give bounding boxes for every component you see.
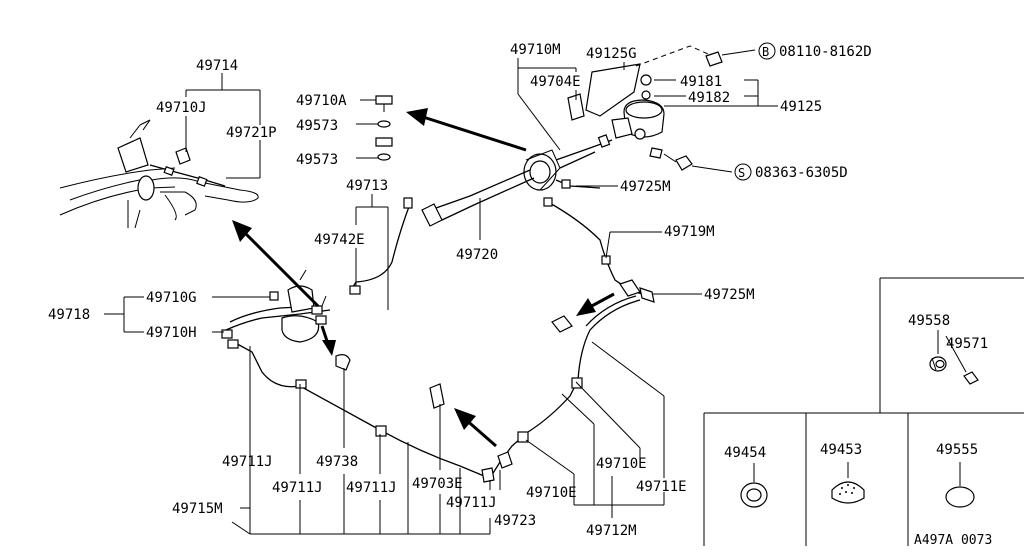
b-circle-icon [758, 42, 776, 60]
clip-49571 [945, 335, 979, 385]
label-49711E: 49711E [636, 479, 687, 495]
label-08110-8162D: 08110-8162D [779, 44, 872, 60]
bolt-49710A [375, 95, 393, 161]
label-49558: 49558 [908, 313, 950, 329]
label-49453: 49453 [820, 442, 862, 458]
label-49725M-top: 49725M [620, 179, 671, 195]
label-49710G: 49710G [146, 290, 197, 306]
grommet-49558 [929, 356, 947, 372]
hose-49719M [543, 197, 655, 303]
label-49711J-b: 49711J [272, 480, 323, 496]
cap-49555 [945, 462, 975, 508]
steering-gearbox-49718 [221, 269, 327, 349]
label-49182: 49182 [688, 90, 730, 106]
part-labels: 49714 49710J 49721P 49710M 49125G 49704E… [48, 42, 992, 548]
label-49710A: 49710A [296, 93, 347, 109]
s-circle-icon [734, 163, 752, 181]
label-49125G: 49125G [586, 46, 637, 62]
label-49723: 49723 [494, 513, 536, 529]
label-49710H: 49710H [146, 325, 197, 341]
label-49711J-c: 49711J [346, 480, 397, 496]
washer-49454 [740, 463, 768, 508]
label-49719M: 49719M [664, 224, 715, 240]
label-49703E: 49703E [412, 476, 463, 492]
plug-49453 [831, 462, 865, 504]
label-08363-6305D: 08363-6305D [755, 165, 848, 181]
label-49125: 49125 [780, 99, 822, 115]
label-49710E-a: 49710E [596, 456, 647, 472]
pressure-hose-49720 [421, 169, 535, 240]
label-49720: 49720 [456, 247, 498, 263]
label-49721P: 49721P [226, 125, 277, 141]
diagram-code: A497A 0073 [914, 533, 992, 548]
reservoir-assembly [523, 45, 756, 191]
b-symbol: B [762, 45, 769, 59]
label-49711J-a: 49711J [222, 454, 273, 470]
label-49710J: 49710J [156, 100, 207, 116]
label-49181: 49181 [680, 74, 722, 90]
label-49710M: 49710M [510, 42, 561, 58]
s-symbol: S [738, 166, 745, 180]
label-49704E: 49704E [530, 74, 581, 90]
label-49711J-d: 49711J [446, 495, 497, 511]
label-49738: 49738 [316, 454, 358, 470]
steering-gear-assembly [59, 119, 259, 229]
label-49715M: 49715M [172, 501, 223, 517]
label-49710E-b: 49710E [526, 485, 577, 501]
flow-arrows [232, 108, 615, 448]
label-49713: 49713 [346, 178, 388, 194]
label-49571: 49571 [946, 336, 988, 352]
return-piping [225, 295, 641, 483]
label-49555: 49555 [936, 442, 978, 458]
label-49573-a: 49573 [296, 118, 338, 134]
tube-49713 [349, 197, 413, 295]
inset-boxes [703, 277, 1024, 546]
label-49712M: 49712M [586, 523, 637, 539]
label-49718: 49718 [48, 307, 90, 323]
label-49742E: 49742E [314, 232, 365, 248]
label-49725M-mid: 49725M [704, 287, 755, 303]
label-49714: 49714 [196, 58, 238, 74]
leader-lines [104, 58, 778, 535]
label-49573-b: 49573 [296, 152, 338, 168]
label-49454: 49454 [724, 445, 766, 461]
